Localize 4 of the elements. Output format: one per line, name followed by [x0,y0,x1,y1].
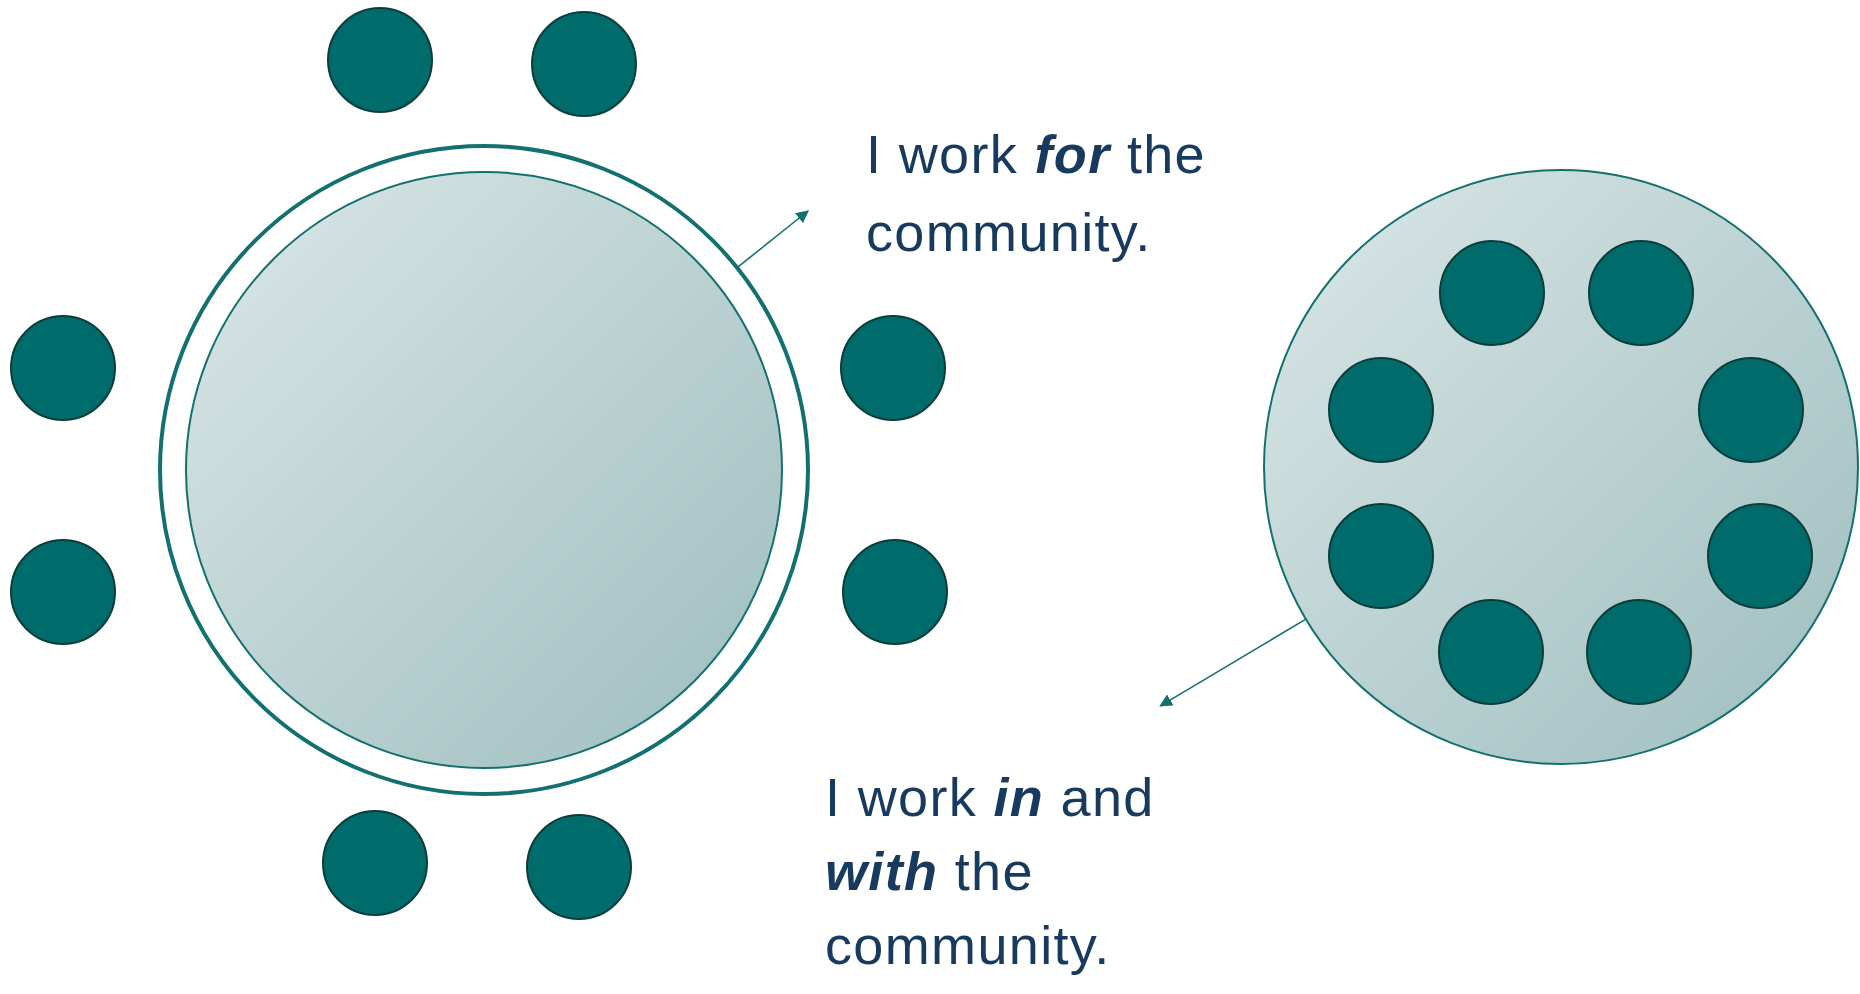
arrow [1159,617,1308,707]
arrow [736,210,809,269]
caption-text: I work in and with the community. [825,766,1156,977]
caption-text: I work for the community. [866,123,1207,264]
